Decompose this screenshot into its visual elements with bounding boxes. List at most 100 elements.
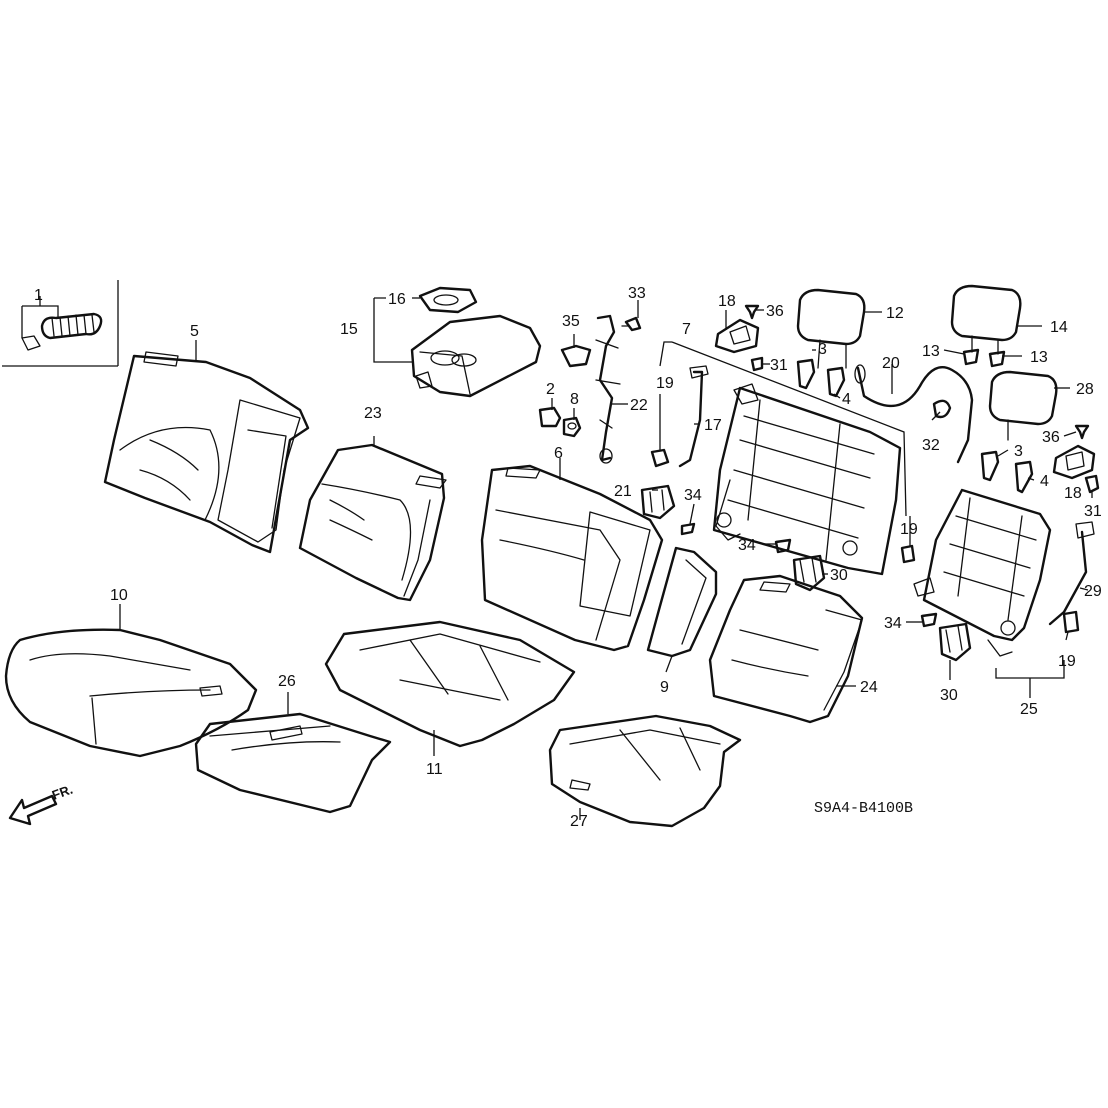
part-12-headrest bbox=[796, 288, 866, 369]
callout-labels: 1 2 3 3 3 4 4 5 6 7 8 9 10 11 12 13 13 1… bbox=[34, 285, 1102, 830]
part-4-guide-b bbox=[1014, 460, 1034, 494]
part-6-center-seatback bbox=[480, 464, 664, 652]
part-28-headrest bbox=[988, 370, 1058, 441]
callout-22: 22 bbox=[630, 397, 648, 414]
callout-32: 32 bbox=[922, 437, 940, 454]
callout-34: 34 bbox=[884, 615, 902, 632]
front-direction-arrow bbox=[8, 794, 58, 826]
callout-27: 27 bbox=[570, 813, 588, 830]
callout-4: 4 bbox=[1040, 473, 1049, 490]
diagram-code: S9A4-B4100B bbox=[814, 800, 913, 817]
part-27-cushion bbox=[548, 714, 742, 828]
part-19-clip bbox=[650, 448, 670, 468]
callout-16: 16 bbox=[388, 291, 406, 308]
part-22-belt bbox=[595, 314, 621, 464]
callout-9: 9 bbox=[660, 679, 669, 696]
callout-24: 24 bbox=[860, 679, 878, 696]
callout-25: 25 bbox=[1020, 701, 1038, 718]
leader-lines bbox=[21, 296, 1093, 820]
callout-23: 23 bbox=[364, 405, 382, 422]
part-11-cushion bbox=[324, 620, 576, 748]
part-19-clip-c bbox=[1062, 610, 1080, 634]
part-34-bolt-c bbox=[920, 612, 938, 628]
callout-20: 20 bbox=[882, 355, 900, 372]
part-23-seatback bbox=[298, 443, 447, 602]
part-1-clips bbox=[21, 312, 103, 351]
callout-34: 34 bbox=[684, 487, 702, 504]
callout-11: 11 bbox=[426, 761, 443, 778]
part-29-rod bbox=[1048, 521, 1095, 626]
callout-19: 19 bbox=[900, 521, 918, 538]
callout-30: 30 bbox=[940, 687, 958, 704]
part-34-bolt-a bbox=[680, 522, 696, 536]
callout-29: 29 bbox=[1084, 583, 1102, 600]
part-32-clip bbox=[932, 399, 952, 419]
part-25-frame bbox=[913, 488, 1052, 657]
part-34-bolt-b bbox=[774, 538, 792, 554]
callout-13: 13 bbox=[922, 343, 940, 360]
part-2-bracket bbox=[538, 406, 562, 428]
callout-5: 5 bbox=[190, 323, 199, 340]
part-16-cup-holder bbox=[418, 286, 478, 314]
part-17-rod bbox=[678, 365, 709, 468]
part-14-headrest bbox=[950, 284, 1022, 355]
part-18-latch-b bbox=[1052, 444, 1096, 480]
part-20-cable bbox=[854, 364, 974, 464]
part-13-guide-b bbox=[988, 350, 1006, 368]
callout-19: 19 bbox=[1058, 653, 1076, 670]
part-26-cushion bbox=[194, 712, 392, 814]
part-5-left-seatback bbox=[103, 351, 310, 554]
part-3-guide-b bbox=[980, 450, 1000, 482]
callout-31: 31 bbox=[1084, 503, 1102, 520]
part-10-cushion bbox=[4, 628, 258, 758]
part-3-guide bbox=[796, 358, 816, 390]
callout-15: 15 bbox=[340, 321, 358, 338]
part-9-panel bbox=[646, 546, 718, 658]
callout-19: 19 bbox=[656, 375, 674, 392]
callout-18: 18 bbox=[1064, 485, 1082, 502]
front-direction-label: FR. bbox=[50, 782, 75, 803]
callout-18: 18 bbox=[718, 293, 736, 310]
part-4-guide bbox=[826, 366, 846, 398]
callout-28: 28 bbox=[1076, 381, 1094, 398]
callout-13: 13 bbox=[1030, 349, 1048, 366]
callout-31: 31 bbox=[770, 357, 788, 374]
callout-36: 36 bbox=[1042, 429, 1060, 446]
part-30-bracket-b bbox=[938, 622, 972, 662]
part-18-latch bbox=[714, 318, 760, 354]
callout-6: 6 bbox=[554, 445, 563, 462]
part-36-screw bbox=[744, 304, 760, 320]
callout-3: 3 bbox=[1014, 443, 1023, 460]
part-15-armrest bbox=[410, 314, 542, 398]
part-35-pad bbox=[560, 344, 592, 368]
callout-2: 2 bbox=[546, 381, 555, 398]
part-7-frame bbox=[712, 383, 902, 576]
callout-1: 1 bbox=[34, 287, 43, 304]
part-33-bolt bbox=[621, 316, 642, 332]
callout-36: 36 bbox=[766, 303, 784, 320]
callout-34: 34 bbox=[738, 537, 756, 554]
part-21-bracket bbox=[640, 484, 676, 520]
callout-21: 21 bbox=[614, 483, 632, 500]
callout-14: 14 bbox=[1050, 319, 1068, 336]
part-24-seatback bbox=[708, 574, 864, 724]
callout-8: 8 bbox=[570, 391, 579, 408]
callout-30: 30 bbox=[830, 567, 848, 584]
inset-box bbox=[2, 280, 119, 367]
callout-17: 17 bbox=[704, 417, 722, 434]
callout-3: 3 bbox=[818, 341, 827, 358]
callout-35: 35 bbox=[562, 313, 580, 330]
part-13-guide-a bbox=[962, 348, 980, 366]
part-36-screw-b bbox=[1074, 424, 1090, 440]
callout-4: 4 bbox=[842, 391, 851, 408]
part-31-clip-b bbox=[1084, 474, 1100, 494]
callout-33: 33 bbox=[628, 285, 646, 302]
callout-10: 10 bbox=[110, 587, 128, 604]
part-19-clip-b bbox=[900, 544, 916, 564]
part-8-bushing bbox=[562, 416, 582, 438]
callout-7: 7 bbox=[682, 321, 691, 338]
callout-12: 12 bbox=[886, 305, 904, 322]
part-31-clip bbox=[750, 356, 764, 372]
callout-26: 26 bbox=[278, 673, 296, 690]
